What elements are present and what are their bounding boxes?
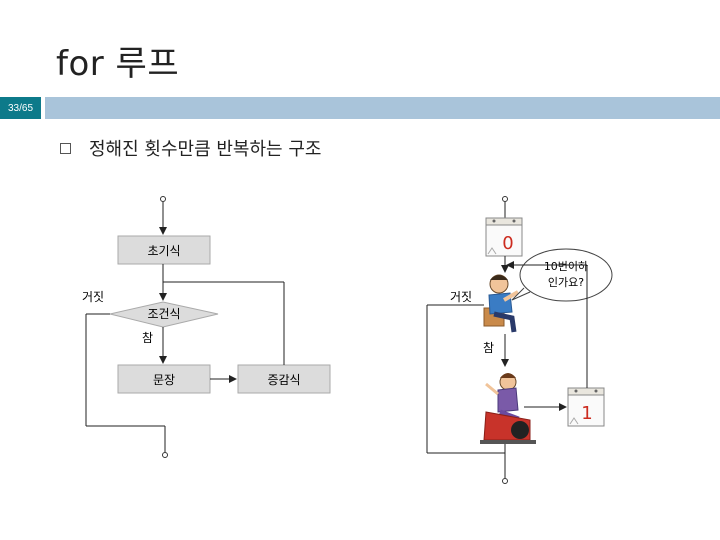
calendar-number-top: 0 <box>502 233 513 254</box>
speech-line-2: 인가요? <box>548 276 584 289</box>
speech-line-1: 10번이하 <box>544 259 588 273</box>
end-terminal-illustration <box>502 478 508 484</box>
thinking-person-illustration <box>483 274 519 333</box>
bullet-text: 정해진 횟수만큼 반복하는 구조 <box>89 139 322 160</box>
illustration-true-label: 참 <box>483 341 494 355</box>
square-bullet-icon <box>60 142 71 154</box>
calendar-icon-top <box>485 217 523 257</box>
condition-diamond <box>109 301 219 328</box>
start-terminal-illustration <box>502 196 508 202</box>
illustration-false-label: 거짓 <box>450 290 472 304</box>
bullet-item: 정해진 횟수만큼 반복하는 구조 <box>60 135 321 161</box>
calendar-icon-bottom <box>567 387 605 427</box>
progress-track <box>45 97 720 119</box>
exercise-bike-illustration <box>480 373 536 444</box>
statement-label: 문장 <box>153 373 175 387</box>
increment-box <box>237 364 331 394</box>
init-label: 초기식 <box>147 244 180 258</box>
true-label: 참 <box>142 331 153 345</box>
increment-label: 증감식 <box>267 373 300 387</box>
init-box <box>117 235 211 265</box>
condition-label: 조건식 <box>147 307 180 321</box>
start-terminal <box>160 196 166 202</box>
speech-bubble <box>511 248 613 302</box>
calendar-number-bottom: 1 <box>581 403 592 424</box>
page-indicator-bar: 33/65 <box>0 97 720 119</box>
page-title: for 루프 <box>56 44 180 84</box>
end-terminal <box>162 452 168 458</box>
statement-box <box>117 364 211 394</box>
false-label: 거짓 <box>82 290 104 304</box>
page-number: 33/65 <box>0 97 41 119</box>
